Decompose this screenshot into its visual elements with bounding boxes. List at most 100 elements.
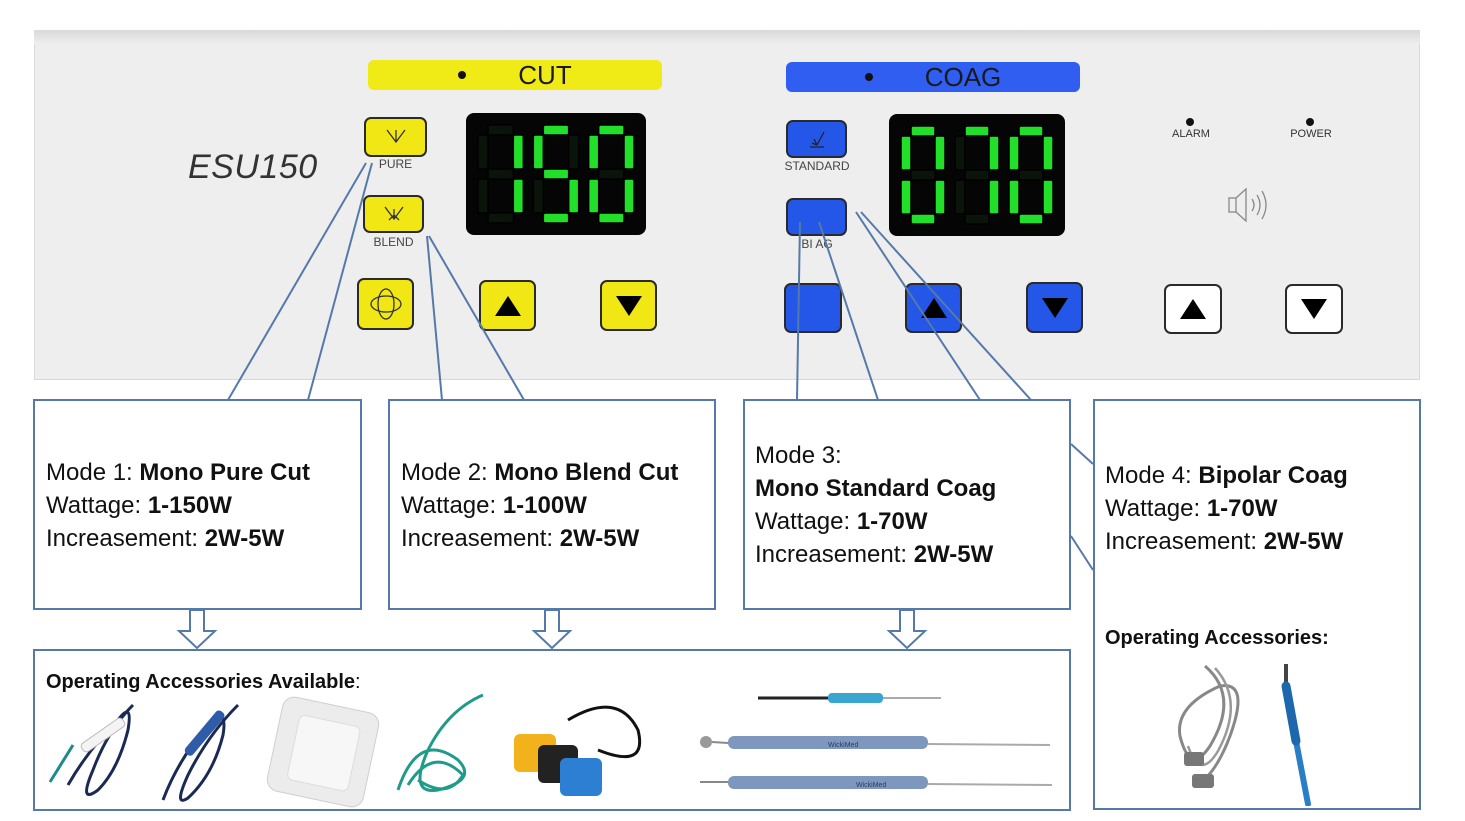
bipolar-accessory-images [1178, 664, 1311, 806]
cut-up-button[interactable] [479, 280, 536, 331]
digit-segment [477, 134, 489, 170]
mode-4-wattage: 1-70W [1206, 495, 1278, 522]
down-arrow-2 [531, 609, 573, 650]
blend-label: BLEND [373, 235, 414, 249]
electrode-brand-text: WickiMed [828, 742, 858, 749]
footswitch-image [514, 705, 641, 796]
return-pad-image [266, 696, 380, 808]
digit-segment [900, 179, 912, 215]
speaker-icon [1227, 186, 1273, 231]
electrodes-image [700, 693, 1053, 789]
cut-header: CUT [368, 60, 662, 90]
handswitch-pencil-image [161, 703, 240, 802]
coag-title: COAG [924, 61, 1002, 92]
digit-segment [1018, 125, 1044, 137]
down-arrow-1 [176, 609, 218, 650]
mode-1-name: Mono Pure Cut [139, 459, 311, 486]
digit-segment [934, 135, 946, 171]
pure-cut-button[interactable] [364, 117, 427, 157]
mode-3-increment-label: Increasement: [755, 541, 914, 568]
bipolar-up-button[interactable] [1164, 284, 1222, 334]
mode-1-pointer [227, 162, 373, 401]
mode-1-wattage: 1-150W [147, 492, 232, 519]
mode-3-wattage-label: Wattage: [755, 508, 857, 535]
mode-2-callout [388, 399, 716, 610]
digit-segment [567, 178, 580, 214]
up-arrow-icon [494, 295, 521, 316]
coag-mode-button[interactable] [784, 283, 842, 333]
coag-power-display [889, 114, 1065, 236]
digit-segment [477, 178, 489, 214]
digit-segment [988, 179, 1000, 215]
coag-up-button[interactable] [905, 283, 962, 333]
mode-2-increment: 2W-5W [559, 525, 640, 552]
mode-4-name: Bipolar Coag [1198, 462, 1348, 489]
mode-4-pointer [855, 211, 1094, 571]
spray-mode-button[interactable] [357, 278, 414, 330]
digit-segment [512, 178, 525, 214]
down-arrow-icon [615, 295, 642, 316]
digit-segment [597, 168, 625, 180]
accessories-title-suffix: : [355, 671, 361, 693]
standard-coag-icon [809, 131, 825, 148]
digit-segment [487, 168, 515, 180]
digit-segment [954, 135, 966, 171]
mode-3-name: Mono Standard Coag [755, 475, 997, 502]
accessories-title-text: Operating Accessories Available [46, 671, 356, 693]
device-model-label: ESU150 [188, 148, 318, 186]
digit-segment [623, 178, 635, 214]
digit-segment [910, 169, 936, 181]
digit-segment [597, 212, 625, 224]
mode-3-text: Mode 3: Mono Standard Coag Wattage: 1-70… [755, 439, 1065, 571]
digit-segment [1008, 179, 1020, 215]
digit-segment [954, 179, 966, 215]
bipolar-down-button[interactable] [1285, 284, 1343, 334]
power-led [1306, 118, 1314, 126]
cut-down-button[interactable] [600, 280, 657, 331]
mode-1-callout [33, 399, 362, 610]
mode-2-wattage-label: Wattage: [401, 492, 503, 519]
digit-segment [597, 124, 625, 136]
digit-segment [1042, 135, 1054, 171]
mode-1-wattage-label: Wattage: [46, 492, 148, 519]
pad-cable-image [396, 693, 484, 792]
pure-label: PURE [378, 157, 413, 171]
blend-cut-icon [383, 206, 404, 221]
mode-1-text: Mode 1: Mono Pure Cut Wattage: 1-150W In… [46, 456, 356, 555]
digit-segment [1042, 179, 1054, 215]
pure-cut-icon [385, 129, 406, 144]
mode-4-callout [1093, 399, 1421, 810]
mode-4-increment: 2W-5W [1263, 528, 1344, 555]
digit-segment [900, 135, 912, 171]
digit-segment [542, 212, 570, 224]
mode-2-wattage: 1-100W [502, 492, 587, 519]
digit-segment [964, 169, 990, 181]
blend-cut-button[interactable] [363, 195, 424, 233]
standard-label: STANDARD [784, 159, 850, 173]
electrode-brand-text: WickiMed [856, 782, 886, 789]
down-arrow-icon [1301, 299, 1327, 319]
digit-segment [487, 212, 515, 224]
bipolar-cable-image [1178, 664, 1240, 788]
mode-3-increment: 2W-5W [913, 541, 994, 568]
cut-indicator-dot [458, 71, 467, 79]
spray-mode-icon [369, 288, 402, 320]
digit-segment [910, 213, 936, 225]
up-arrow-icon [920, 298, 947, 318]
mode-3-prefix: Mode 3: [755, 442, 842, 469]
power-label: POWER [1290, 128, 1332, 140]
bipolar-accessories-title: Operating Accessories: [1105, 627, 1329, 649]
mode-2-text: Mode 2: Mono Blend Cut Wattage: 1-100W I… [401, 456, 711, 555]
digit-segment [567, 134, 580, 170]
mode-4-increment-label: Increasement: [1105, 528, 1264, 555]
digit-segment [910, 125, 936, 137]
standard-coag-button[interactable] [786, 120, 847, 158]
mode-2-pointer [426, 235, 525, 401]
down-arrow-3 [886, 609, 928, 650]
bipolar-coag-button[interactable] [786, 198, 847, 236]
coag-down-button[interactable] [1026, 282, 1083, 333]
mode-3-wattage: 1-70W [856, 508, 928, 535]
alarm-led [1186, 118, 1194, 126]
bipolar-forceps-image [1281, 664, 1311, 806]
digit-segment [934, 179, 946, 215]
